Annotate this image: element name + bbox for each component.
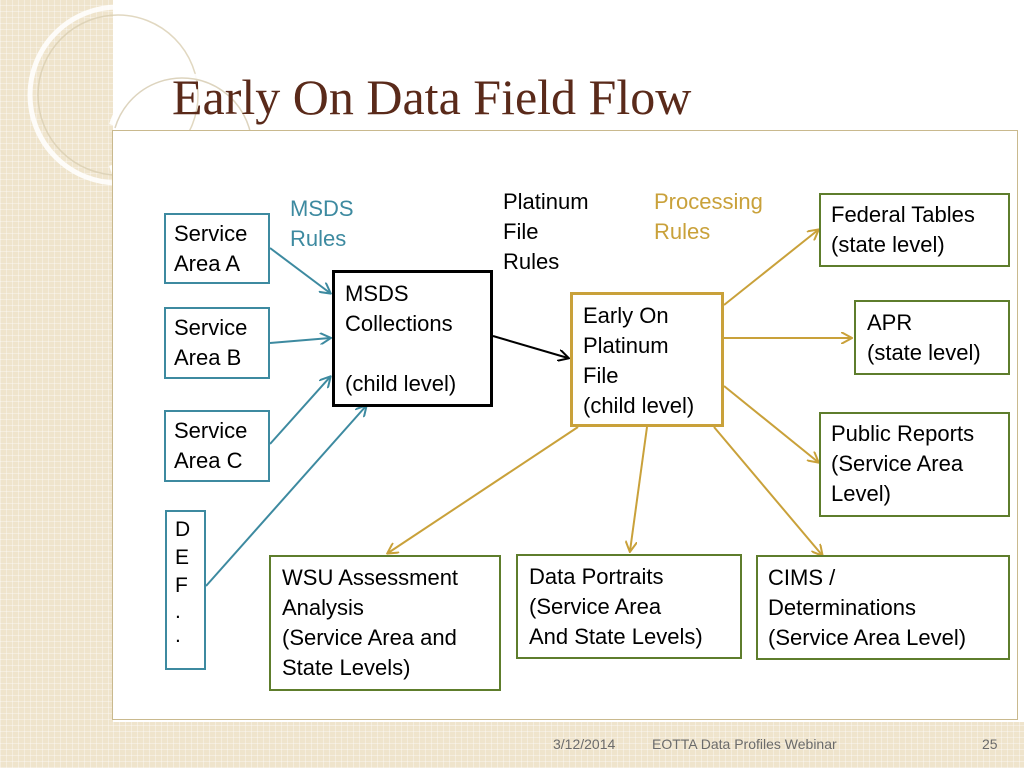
- public-reports-box: Public Reports (Service Area Level): [819, 412, 1010, 517]
- arrow-service-b-to-msds: [269, 338, 330, 343]
- arrow-platinum-to-portraits: [630, 426, 648, 551]
- footer-page-number: 25: [982, 736, 998, 752]
- bottom-decorative-strip: [113, 722, 1024, 768]
- left-decorative-strip: [0, 0, 113, 768]
- platinum-file-box: Early On Platinum File (child level): [570, 292, 724, 427]
- arrow-platinum-to-public: [723, 385, 818, 462]
- data-portraits-box: Data Portraits (Service Area And State L…: [516, 554, 742, 659]
- federal-tables-box: Federal Tables (state level): [819, 193, 1010, 267]
- arrow-service-a-to-msds: [269, 247, 330, 293]
- platinum-file-rules-label: Platinum File Rules: [503, 189, 589, 274]
- wsu-assessment-box: WSU Assessment Analysis (Service Area an…: [269, 555, 501, 691]
- msds-collections-box: MSDS Collections (child level): [332, 270, 493, 407]
- arrow-msds-to-platinum: [492, 335, 568, 358]
- processing-rules-label: Processing Rules: [654, 189, 763, 244]
- service-area-c-box: Service Area C: [164, 410, 270, 482]
- service-area-b-box: Service Area B: [164, 307, 270, 379]
- footer-presentation-title: EOTTA Data Profiles Webinar: [652, 736, 837, 752]
- arrow-def-to-msds: [205, 406, 366, 587]
- service-area-def-box: D E F . .: [165, 510, 206, 670]
- service-area-a-box: Service Area A: [164, 213, 270, 284]
- arrow-platinum-to-cims: [713, 426, 822, 555]
- slide-title: Early On Data Field Flow: [172, 69, 692, 125]
- arrow-platinum-to-wsu: [388, 426, 579, 553]
- apr-box: APR (state level): [854, 300, 1010, 375]
- footer-date: 3/12/2014: [553, 736, 616, 752]
- cims-box: CIMS / Determinations (Service Area Leve…: [756, 555, 1010, 660]
- msds-rules-label: MSDS Rules: [290, 196, 354, 251]
- arrow-platinum-to-federal: [723, 230, 818, 306]
- arrow-service-c-to-msds: [269, 377, 330, 445]
